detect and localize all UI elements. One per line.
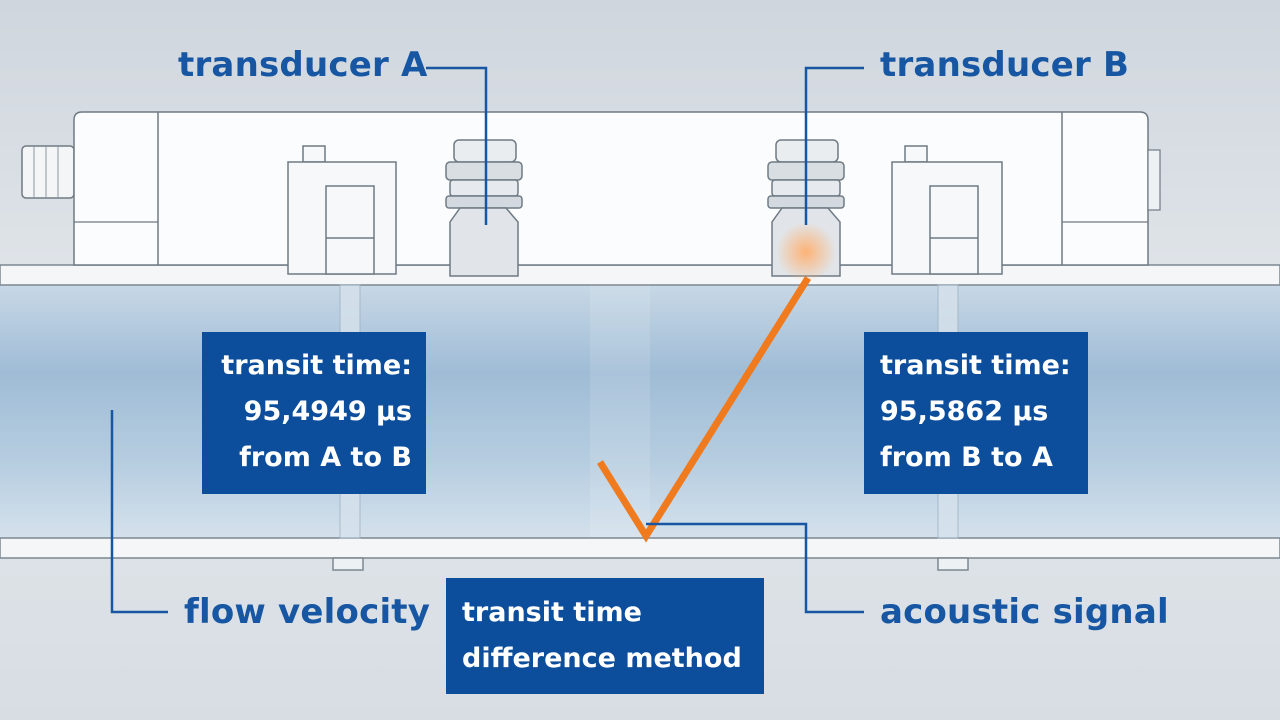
transit-time-b-to-a-direction: from B to A <box>880 442 1053 473</box>
transducer-a <box>445 139 523 277</box>
leader-transducer-b <box>804 66 864 225</box>
label-acoustic-signal: acoustic signal <box>880 592 1169 632</box>
label-transducer-a: transducer A <box>178 45 428 85</box>
method-box: transit time difference method <box>446 578 764 694</box>
method-line-1: transit time <box>462 597 642 628</box>
label-flow-velocity: flow velocity <box>184 592 431 632</box>
transducer-b-emission-glow <box>776 222 836 282</box>
leader-flow-velocity <box>110 410 168 614</box>
transit-time-a-to-b-direction: from A to B <box>239 442 412 473</box>
transit-time-a-to-b-label: transit time: <box>221 350 412 381</box>
transit-time-b-to-a-box: transit time: 95,5862 µs from B to A <box>864 332 1088 494</box>
leader-acoustic-signal <box>646 522 864 614</box>
acoustic-signal-path <box>597 276 811 543</box>
method-line-2: difference method <box>462 643 742 674</box>
cable-connector <box>21 145 75 199</box>
transit-time-b-to-a-label: transit time: <box>880 350 1071 381</box>
transit-time-a-to-b-box: transit time: 95,4949 µs from A to B <box>202 332 426 494</box>
pipe-top-wall <box>0 264 1280 286</box>
transit-time-b-to-a-value: 95,5862 µs <box>880 396 1049 427</box>
clamp-right <box>891 145 1003 275</box>
pipe-bottom-wall <box>0 537 1280 559</box>
leader-lines <box>110 66 864 614</box>
transit-time-a-to-b-value: 95,4949 µs <box>243 396 412 427</box>
bottom-clamps <box>332 557 969 571</box>
clamp-left <box>287 145 397 275</box>
leader-transducer-a <box>426 66 488 225</box>
label-transducer-b: transducer B <box>880 45 1130 85</box>
